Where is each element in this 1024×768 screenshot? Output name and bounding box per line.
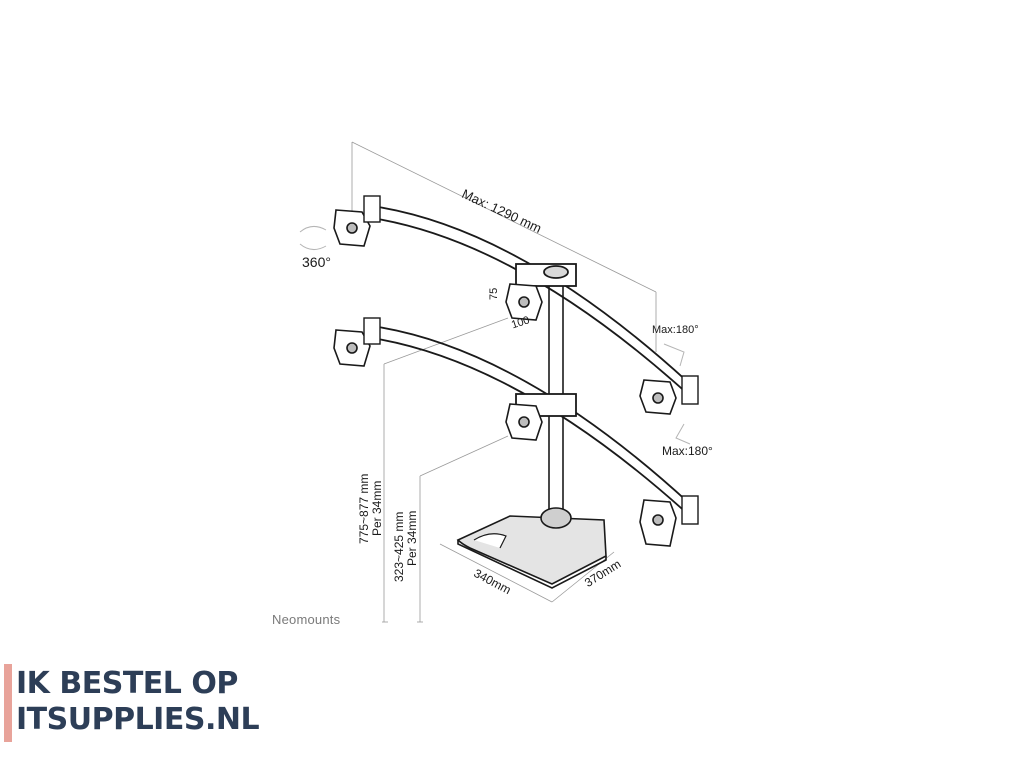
height-lower-step: Per 34mm [405, 510, 419, 566]
promo-banner[interactable]: IK BESTEL OP ITSUPPLIES.NL [0, 664, 260, 744]
upper-arm [371, 205, 691, 397]
height-upper-label: 775~877 mm [357, 473, 371, 544]
mount-pole [548, 271, 564, 513]
motion-indicators [299, 226, 691, 445]
height-lower-label: 323~425 mm [392, 511, 406, 582]
arm-clamps [363, 195, 699, 525]
rotation-label: 360° [302, 254, 331, 270]
brand-watermark: Neomounts [272, 612, 341, 627]
tilt-label-bottom: Max:180° [662, 444, 713, 458]
vesa-plates [333, 209, 677, 547]
promo-line-1: IK BESTEL OP [16, 666, 238, 701]
vesa-vertical-label: 75 [488, 287, 500, 300]
mount-base [456, 507, 607, 589]
tilt-label-top: Max:180° [652, 324, 699, 336]
height-upper-step: Per 34mm [370, 480, 384, 536]
promo-line-2: ITSUPPLIES.NL [16, 702, 260, 737]
promo-accent-bar [4, 664, 12, 742]
